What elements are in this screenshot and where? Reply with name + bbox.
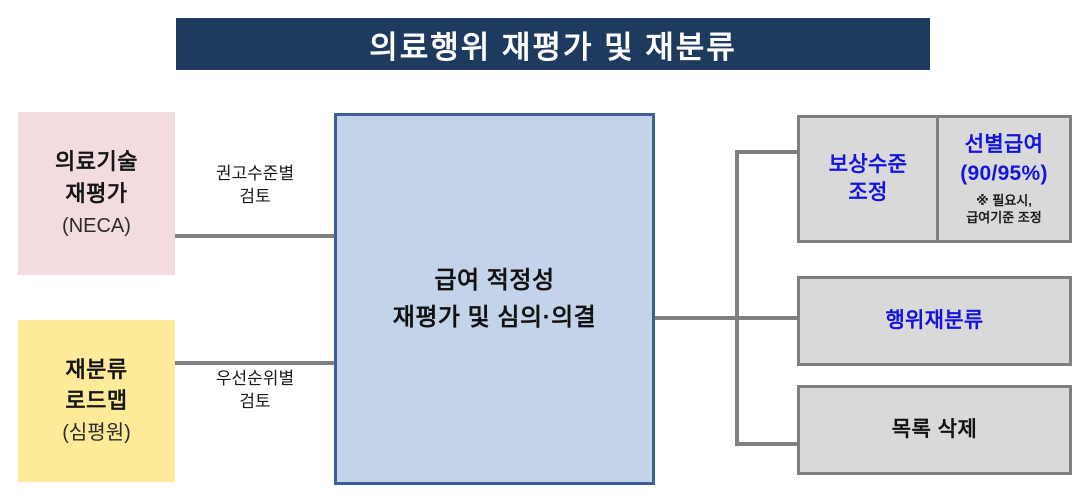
connector-label-recommendation-level: 권고수준별 검토 (180, 163, 330, 209)
center-box-benefit-adequacy-review: 급여 적정성 재평가 및 심의·의결 (334, 113, 655, 485)
outcome-left-text: 보상수준 조정 (829, 151, 907, 208)
source-label-line1: 의료기술 (55, 149, 138, 175)
connector-branch-to-outcome-3 (735, 442, 799, 446)
page-title: 의료행위 재평가 및 재분류 (369, 29, 737, 65)
outcome-left-line1: 보상수준 (828, 152, 908, 176)
connector-label-line2: 검토 (239, 391, 271, 411)
outcome-right-line2: (90/95%) (960, 161, 1048, 185)
source-label-line2: 재평가 (65, 180, 128, 206)
source-label-line2: 로드맵 (65, 388, 128, 413)
outcome-label: 목록 삭제 (891, 417, 978, 441)
outcome-box-list-deletion: 목록 삭제 (797, 385, 1072, 475)
outcome-box-compensation-level-adjustment: 보상수준 조정 선별급여 (90/95%) ※ 필요시, 급여기준 조정 (797, 115, 1072, 243)
outcome-box-right-cell: 선별급여 (90/95%) ※ 필요시, 급여기준 조정 (936, 118, 1069, 240)
source-box-reclassification-roadmap: 재분류 로드맵 (심평원) (18, 320, 175, 482)
connector-branch-to-outcome-1 (735, 150, 799, 154)
outcome-box-left-cell: 보상수준 조정 (800, 118, 936, 240)
source-label-organization: (NECA) (62, 214, 131, 237)
outcome-right-note-line1: ※ 필요시, (976, 192, 1032, 208)
source-box-medical-technology-reassessment: 의료기술 재평가 (NECA) (18, 112, 175, 275)
center-box-text: 급여 적정성 재평가 및 심의·의결 (393, 262, 596, 336)
center-label-line1: 급여 적정성 (434, 266, 555, 294)
outcome-label: 행위재분류 (885, 308, 984, 332)
connector-label-priority: 우선순위별 검토 (180, 368, 330, 414)
connector-stem-center-to-trunk (655, 316, 739, 320)
outcome-box-procedure-reclassification: 행위재분류 (797, 276, 1072, 366)
connector-line-pink-to-center (175, 234, 335, 238)
connector-trunk-vertical (735, 150, 739, 446)
outcome-left-line2: 조정 (848, 181, 888, 204)
source-label-organization: (심평원) (62, 422, 131, 445)
center-label-line2: 재평가 및 심의·의결 (392, 304, 597, 331)
connector-label-line1: 권고수준별 (215, 164, 295, 183)
source-label-line1: 재분류 (65, 356, 128, 382)
outcome-right-line1: 선별급여 (964, 133, 1044, 157)
diagram-title-banner: 의료행위 재평가 및 재분류 (176, 18, 930, 70)
connector-branch-to-outcome-2 (735, 316, 799, 320)
outcome-right-note-line2: 급여기준 조정 (966, 209, 1042, 225)
connector-line-yellow-to-center (175, 361, 335, 365)
connector-label-line2: 검토 (239, 186, 271, 206)
connector-label-line1: 우선순위별 (215, 369, 295, 388)
